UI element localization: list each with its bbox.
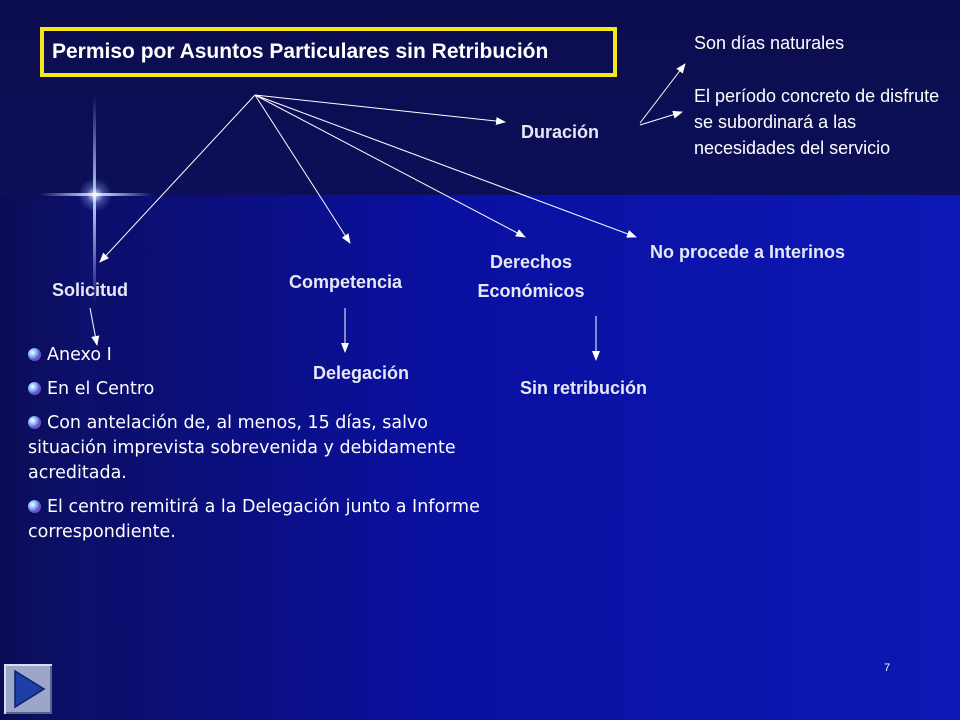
node-solicitud: Solicitud bbox=[52, 280, 128, 300]
note-dias-naturales: Son días naturales bbox=[694, 33, 845, 53]
background-main bbox=[0, 195, 960, 720]
sphere-bullet-icon bbox=[28, 348, 41, 361]
play-triangle-icon bbox=[14, 669, 46, 709]
title-frame bbox=[40, 27, 617, 77]
list-item-text: Con antelación de, al menos, 15 días, sa… bbox=[28, 413, 456, 483]
node-no-interinos: No procede a Interinos bbox=[650, 242, 846, 262]
sparkle-center bbox=[78, 178, 112, 212]
arrow-to-dias-naturales bbox=[639, 63, 686, 124]
arrow-to-no-interinos bbox=[254, 94, 637, 238]
arrow-to-duracion bbox=[254, 94, 506, 126]
list-item: Anexo I bbox=[28, 343, 508, 368]
page-title: Permiso por Asuntos Particulares sin Ret… bbox=[52, 40, 549, 63]
list-item: El centro remitirá a la Delegación junto… bbox=[28, 495, 508, 545]
sphere-bullet-icon bbox=[28, 416, 41, 429]
background-left-band bbox=[0, 195, 95, 720]
page-number: 7 bbox=[884, 662, 891, 674]
node-duracion: Duración bbox=[521, 122, 600, 142]
note-periodo-disfrute: El período concreto de disfrute se subor… bbox=[694, 86, 940, 158]
next-slide-button[interactable] bbox=[4, 664, 52, 714]
arrow-to-anexo bbox=[89, 307, 100, 346]
list-item: Con antelación de, al menos, 15 días, sa… bbox=[28, 411, 508, 486]
node-derechos-line1: Derechos bbox=[489, 252, 573, 272]
arrow-to-competencia bbox=[254, 94, 351, 244]
arrow-to-derechos bbox=[254, 94, 526, 238]
sphere-bullet-icon bbox=[28, 382, 41, 395]
solicitud-list: Anexo I En el Centro Con antelación de, … bbox=[28, 343, 508, 554]
arrow-to-periodo bbox=[639, 110, 683, 126]
arrow-to-solicitud bbox=[99, 94, 256, 263]
list-item-text: En el Centro bbox=[47, 379, 155, 399]
background-top bbox=[0, 0, 960, 195]
list-item-text: El centro remitirá a la Delegación junto… bbox=[28, 497, 480, 542]
sphere-bullet-icon bbox=[28, 500, 41, 513]
node-derechos-economicos: Derechos Económicos bbox=[450, 248, 612, 306]
node-derechos-line2: Económicos bbox=[477, 281, 585, 301]
node-sin-retribucion: Sin retribución bbox=[520, 378, 648, 398]
list-item: En el Centro bbox=[28, 377, 508, 402]
node-delegacion: Delegación bbox=[313, 363, 410, 383]
list-item-text: Anexo I bbox=[47, 345, 112, 365]
node-competencia: Competencia bbox=[289, 272, 403, 292]
